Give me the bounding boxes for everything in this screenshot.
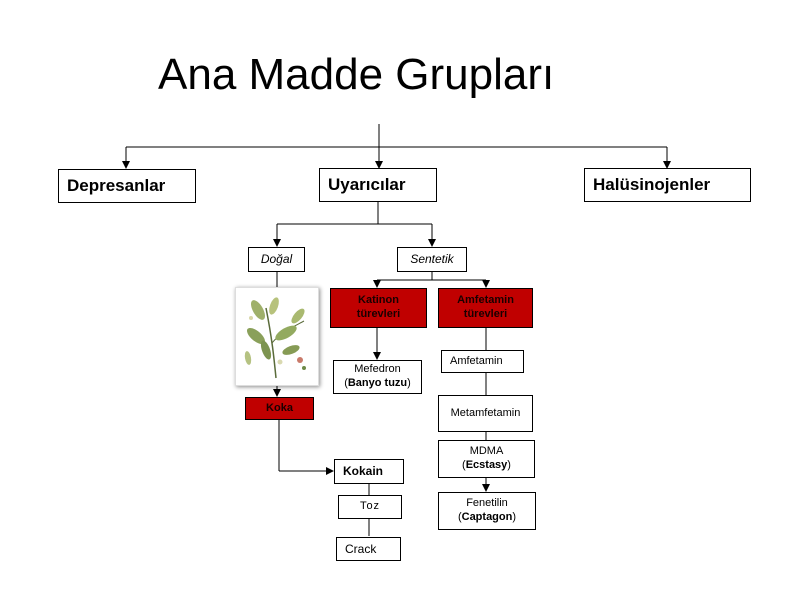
fenetilin-alias: Captagon <box>461 511 513 523</box>
node-metamfetamin: Metamfetamin <box>438 395 533 432</box>
mefedron-label: Mefedron <box>354 363 401 376</box>
node-amfetamin: Amfetamin <box>441 350 524 373</box>
page-title: Ana Madde Grupları <box>158 50 555 99</box>
mdma-alias: Ecstasy <box>465 459 508 471</box>
coca-plant-icon <box>244 297 306 379</box>
mefedron-alias: Banyo tuzu <box>347 377 408 389</box>
group-halusinojenler: Halüsinojenler <box>584 168 751 202</box>
katinon-line2: türevleri <box>356 308 401 320</box>
node-koka: Koka <box>245 397 314 420</box>
coca-plant-image <box>235 287 319 386</box>
node-kokain: Kokain <box>334 459 404 484</box>
node-dogal: Doğal <box>248 247 305 272</box>
node-amfetamin-turevleri: Amfetamin türevleri <box>438 288 533 328</box>
node-toz: Toz <box>338 495 402 519</box>
mefedron-alias-line: (Banyo tuzu) <box>344 377 411 389</box>
node-crack: Crack <box>336 537 401 561</box>
mdma-label: MDMA <box>469 445 504 458</box>
node-katinon-turevleri: Katinon türevleri <box>330 288 427 328</box>
node-fenetilin: Fenetilin (Captagon) <box>438 492 536 530</box>
fenetilin-label: Fenetilin <box>466 497 508 510</box>
katinon-line1: Katinon <box>358 294 399 307</box>
node-sentetik: Sentetik <box>397 247 467 272</box>
group-depresanlar: Depresanlar <box>58 169 196 203</box>
node-mdma: MDMA (Ecstasy) <box>438 440 535 478</box>
node-mefedron: Mefedron (Banyo tuzu) <box>333 360 422 394</box>
group-uyaricilar: Uyarıcılar <box>319 168 437 202</box>
amfetamin-line1: Amfetamin <box>457 294 514 307</box>
fenetilin-alias-line: (Captagon) <box>457 511 517 523</box>
mdma-alias-line: (Ecstasy) <box>462 459 511 471</box>
amfetamin-line2: türevleri <box>463 308 508 320</box>
